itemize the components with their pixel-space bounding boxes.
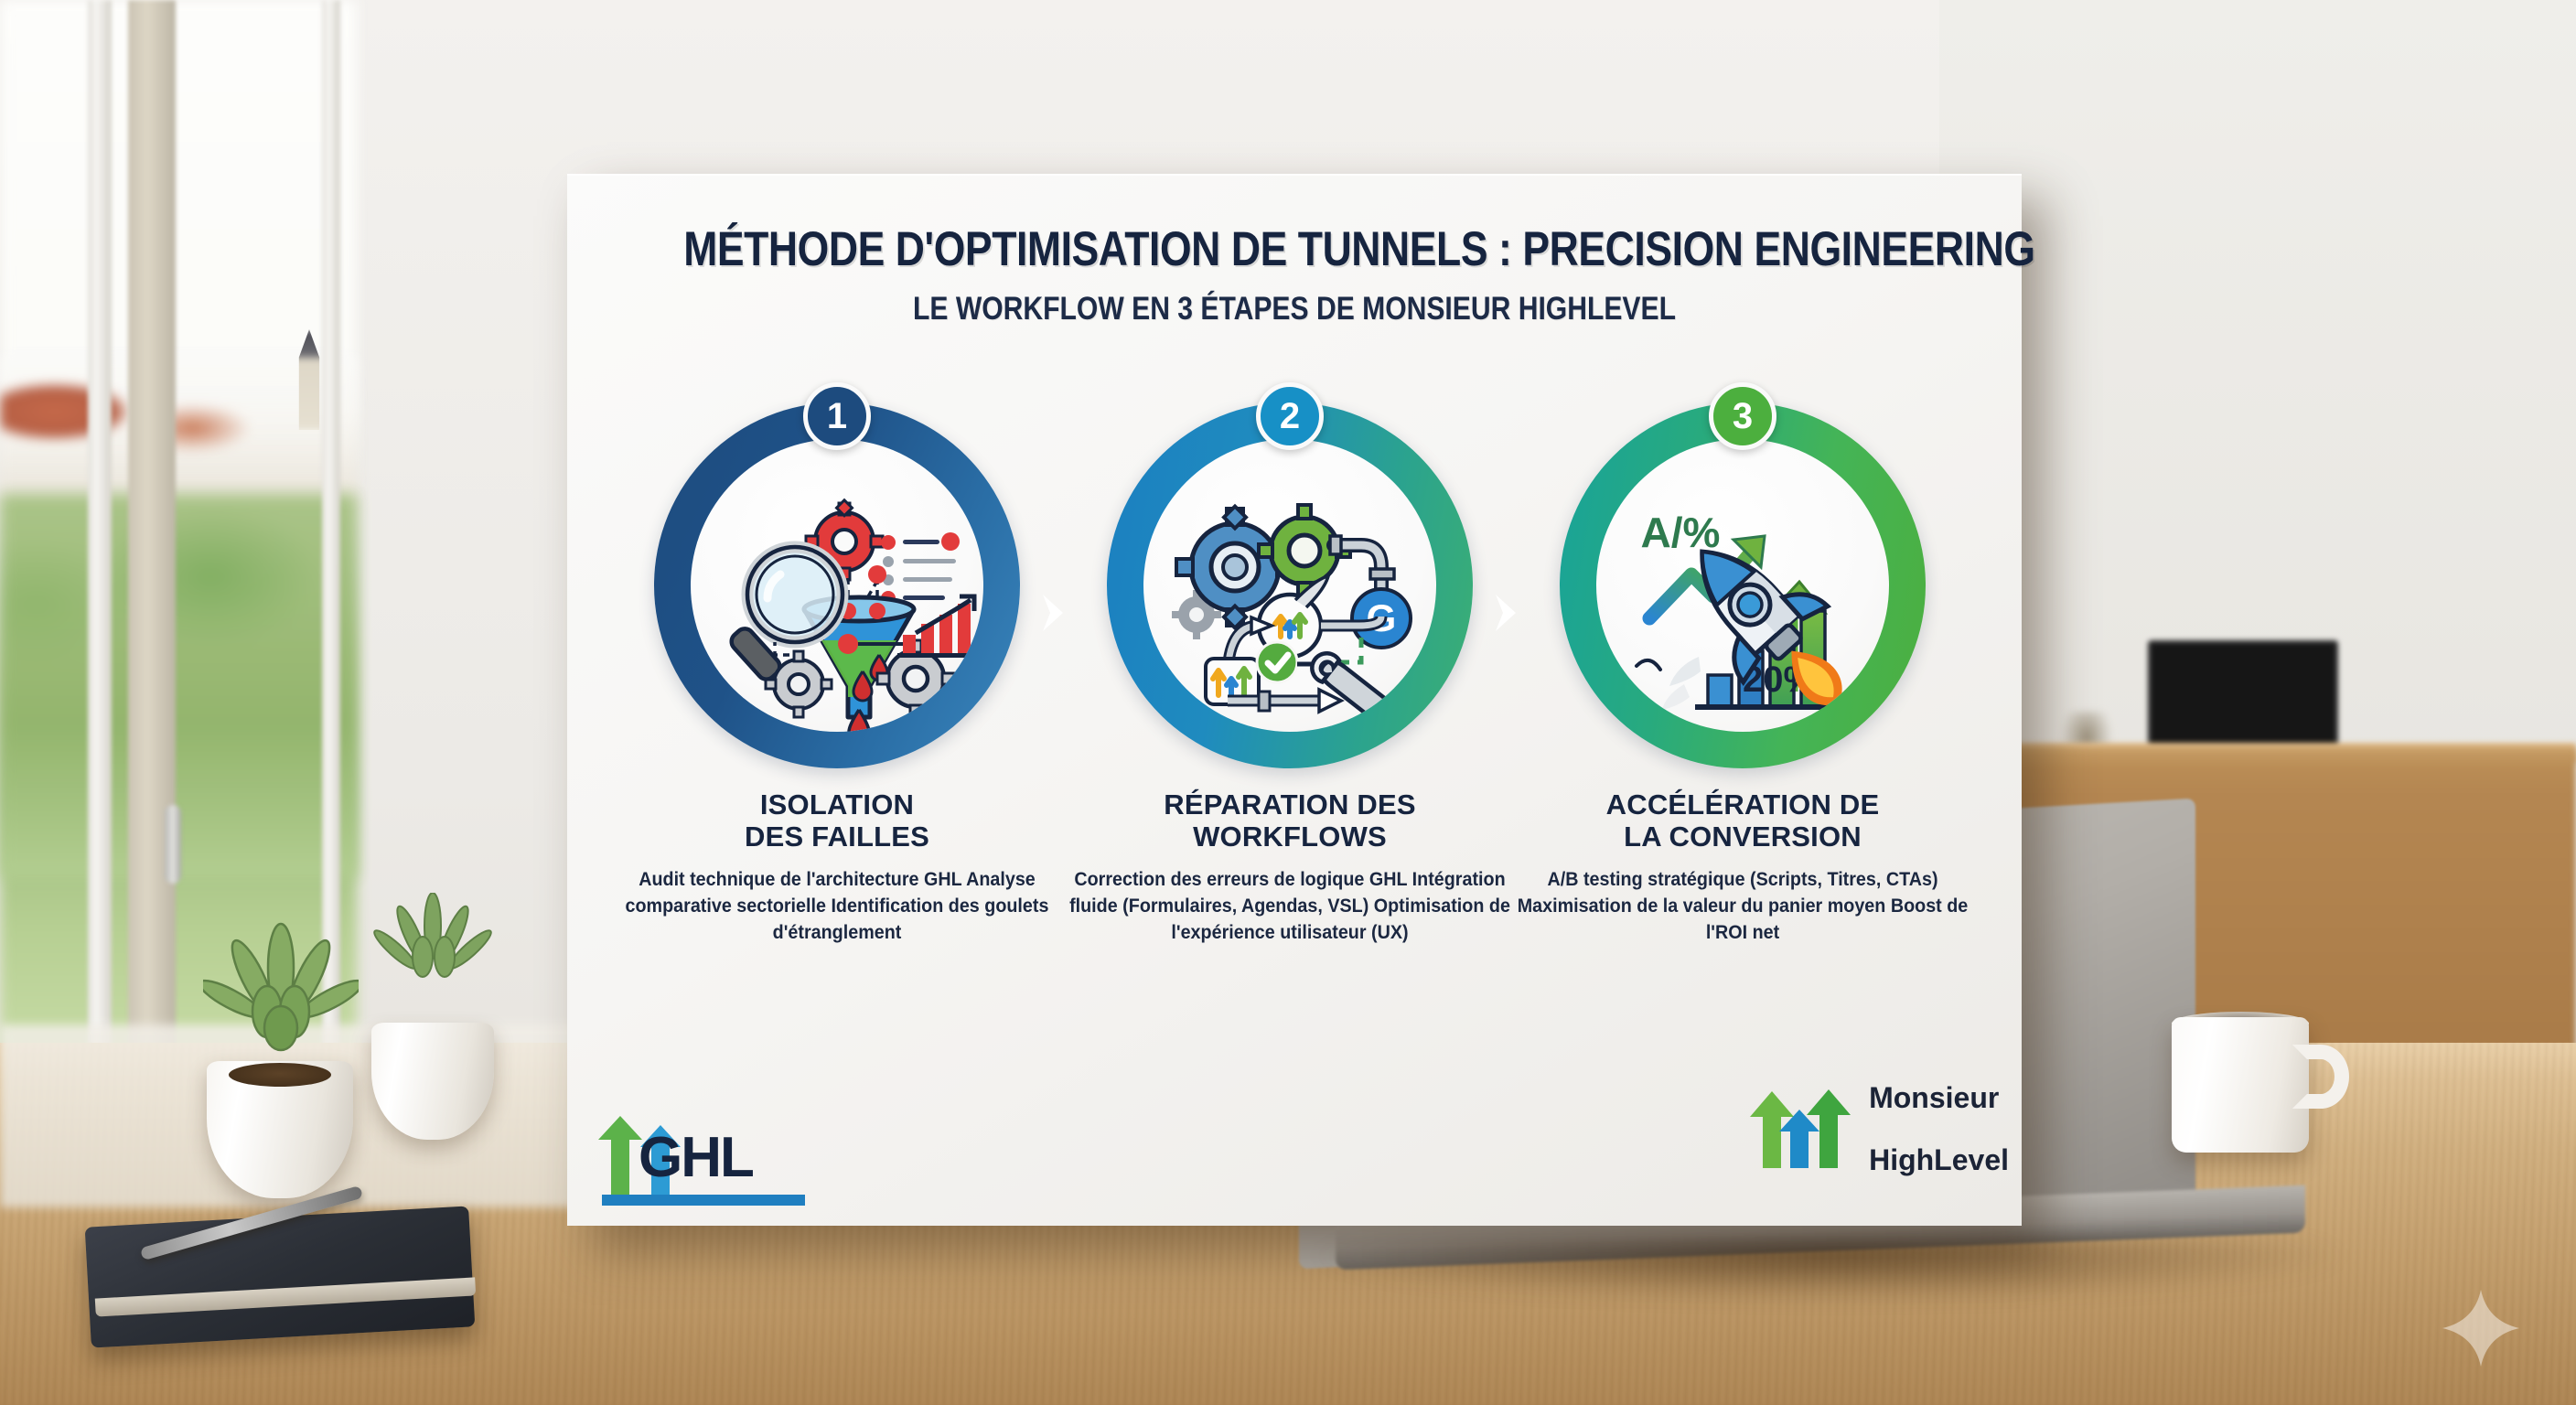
ghl-logo: GHL <box>585 1107 814 1209</box>
chevron-right-icon <box>1485 585 1527 640</box>
step-3[interactable]: A/% <box>1518 366 1968 943</box>
step-1-number: 1 <box>803 382 871 450</box>
coffee-mug <box>2172 1017 2309 1153</box>
mug-handle <box>2292 1045 2349 1109</box>
step-2-heading: RÉPARATION DES WORKFLOWS <box>1164 788 1416 853</box>
step-1-bullets: Audit technique de l'architecture GHL An… <box>625 869 1049 943</box>
step-2-bullets: Correction des erreurs de logique GHL In… <box>1069 869 1510 943</box>
step-1-ring <box>654 402 1020 768</box>
window-frame-right <box>322 0 340 1079</box>
three-arrows-icon <box>1750 1089 1852 1169</box>
step-3-number: 3 <box>1709 382 1776 450</box>
step-3-ab-label: A/% <box>1641 509 1721 556</box>
ghl-logo-text: GHL <box>639 1126 755 1189</box>
laptop-shadow <box>1317 1237 2342 1301</box>
step-2-icon-area: G <box>1143 439 1436 732</box>
step-1[interactable]: 1 ISOLATION DES FAILLES Audit technique … <box>622 366 1052 943</box>
gears-pipes-wrench-icon: G <box>1172 503 1412 732</box>
infographic-poster[interactable]: MÉTHODE D'OPTIMISATION DE TUNNELS : PREC… <box>567 174 2035 1226</box>
page-subtitle: LE WORKFLOW EN 3 ÉTAPES DE MONSIEUR HIGH… <box>913 291 1676 327</box>
step-3-bullets: A/B testing stratégique (Scripts, Titres… <box>1517 869 1969 943</box>
rocket-growth-chart-icon: A/% <box>1635 509 1842 710</box>
chevron-right-icon <box>1032 585 1074 640</box>
page-title: MÉTHODE D'OPTIMISATION DE TUNNELS : PREC… <box>683 222 2035 276</box>
steps-row: 1 ISOLATION DES FAILLES Audit technique … <box>595 366 1994 943</box>
window-handle[interactable] <box>165 805 181 884</box>
step-1-icon-area <box>691 439 983 732</box>
magnifier-funnel-gears-icon <box>729 498 977 732</box>
step-3-heading: ACCÉLÉRATION DE LA CONVERSION <box>1605 788 1880 853</box>
potted-succulent-front <box>198 920 364 1076</box>
monsieur-highlevel-logo: Monsieur HighLevel <box>1746 1052 2009 1207</box>
window-frame-center <box>128 0 176 1079</box>
step-3-icon-area: A/% <box>1596 439 1889 732</box>
plant-pot-back <box>371 1023 494 1140</box>
notebook <box>84 1206 476 1348</box>
step-2[interactable]: G <box>1069 366 1510 943</box>
sparkle-icon <box>2437 1284 2525 1372</box>
logo-line-1: Monsieur <box>1869 1081 2000 1115</box>
village-rooftops <box>0 357 357 503</box>
logo-line-2: HighLevel <box>1869 1143 2009 1177</box>
monsieur-highlevel-text: Monsieur HighLevel <box>1869 1052 2009 1207</box>
window-frame-left <box>88 0 112 1079</box>
step-2-number: 2 <box>1256 382 1324 450</box>
plant-soil <box>229 1063 331 1087</box>
step-1-heading: ISOLATION DES FAILLES <box>744 788 929 853</box>
step-2-ring: G <box>1107 402 1473 768</box>
step-3-ring: A/% <box>1560 402 1926 768</box>
church-steeple <box>298 329 320 430</box>
potted-succulent-back <box>366 892 499 1032</box>
